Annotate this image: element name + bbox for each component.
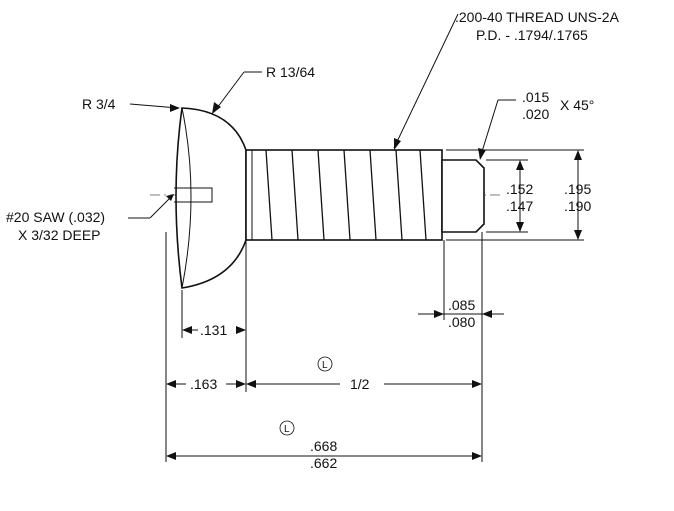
- arrowhead: [170, 104, 180, 112]
- datum-symbol-2-text: L: [284, 424, 290, 435]
- thread-line: [395, 149, 403, 241]
- leader-radius-small-diag: [213, 71, 245, 113]
- thread-line: [419, 149, 427, 241]
- arrowhead: [236, 380, 246, 388]
- thread-lines: [251, 149, 427, 241]
- thread-line: [317, 149, 325, 241]
- arrowhead: [516, 160, 524, 170]
- arrowhead: [182, 326, 192, 334]
- thread-line: [265, 149, 273, 241]
- head-offset-label: .131: [200, 322, 227, 338]
- thread-line: [343, 149, 351, 241]
- arrowhead: [236, 326, 246, 334]
- arrowhead: [394, 138, 401, 150]
- thread-callout-line1: .200-40 THREAD UNS-2A: [455, 9, 620, 25]
- head-inner-curve: [181, 107, 192, 289]
- arrowhead: [472, 452, 482, 460]
- thread-line: [369, 149, 377, 241]
- screw-tip: [441, 159, 485, 233]
- chamfer-label-line1: .015: [522, 89, 549, 105]
- chamfer-angle-label: X 45°: [560, 97, 594, 113]
- arrowhead: [574, 230, 582, 240]
- arrowhead: [478, 148, 486, 160]
- screw-head: [175, 107, 247, 289]
- datum-symbol-1-text: L: [322, 360, 328, 371]
- datum-symbol-1: L: [317, 356, 333, 372]
- arrowhead: [434, 310, 444, 318]
- leader-chamfer-diag: [479, 99, 499, 159]
- arrowhead: [472, 380, 482, 388]
- chamfer-label-line2: .020: [522, 106, 549, 122]
- radius-large-label: R 3/4: [82, 96, 116, 112]
- saw-label-line2: X 3/32 DEEP: [18, 227, 101, 243]
- tip-len-upper: .085: [448, 297, 475, 313]
- arrowhead: [212, 102, 221, 114]
- arrowhead: [166, 194, 174, 201]
- overall-upper: .668: [310, 438, 337, 454]
- threaded-shank: [245, 149, 443, 241]
- leader-saw-diag: [149, 195, 173, 219]
- tip-dia-upper: .152: [506, 181, 533, 197]
- saw-label-line1: #20 SAW (.032): [6, 209, 105, 225]
- leader-thread: [393, 13, 459, 149]
- arrowhead: [482, 310, 492, 318]
- arrowhead: [516, 222, 524, 232]
- arrowhead: [166, 380, 176, 388]
- arrowhead: [246, 380, 256, 388]
- datum-symbol-2: L: [279, 420, 295, 436]
- radius-small-label: R 13/64: [266, 64, 315, 80]
- major-dia-lower: .190: [564, 198, 591, 214]
- saw-slot: [174, 187, 213, 203]
- thread-callout-line2: P.D. - .1794/.1765: [476, 27, 588, 43]
- head-height-label: .163: [190, 376, 217, 392]
- arrowhead: [166, 452, 176, 460]
- tip-len-lower: .080: [448, 314, 475, 330]
- thread-line: [291, 149, 299, 241]
- length-label: 1/2: [350, 376, 370, 392]
- overall-lower: .662: [310, 455, 337, 471]
- tip-dia-lower: .147: [506, 198, 533, 214]
- major-dia-upper: .195: [564, 181, 591, 197]
- arrowhead: [574, 150, 582, 160]
